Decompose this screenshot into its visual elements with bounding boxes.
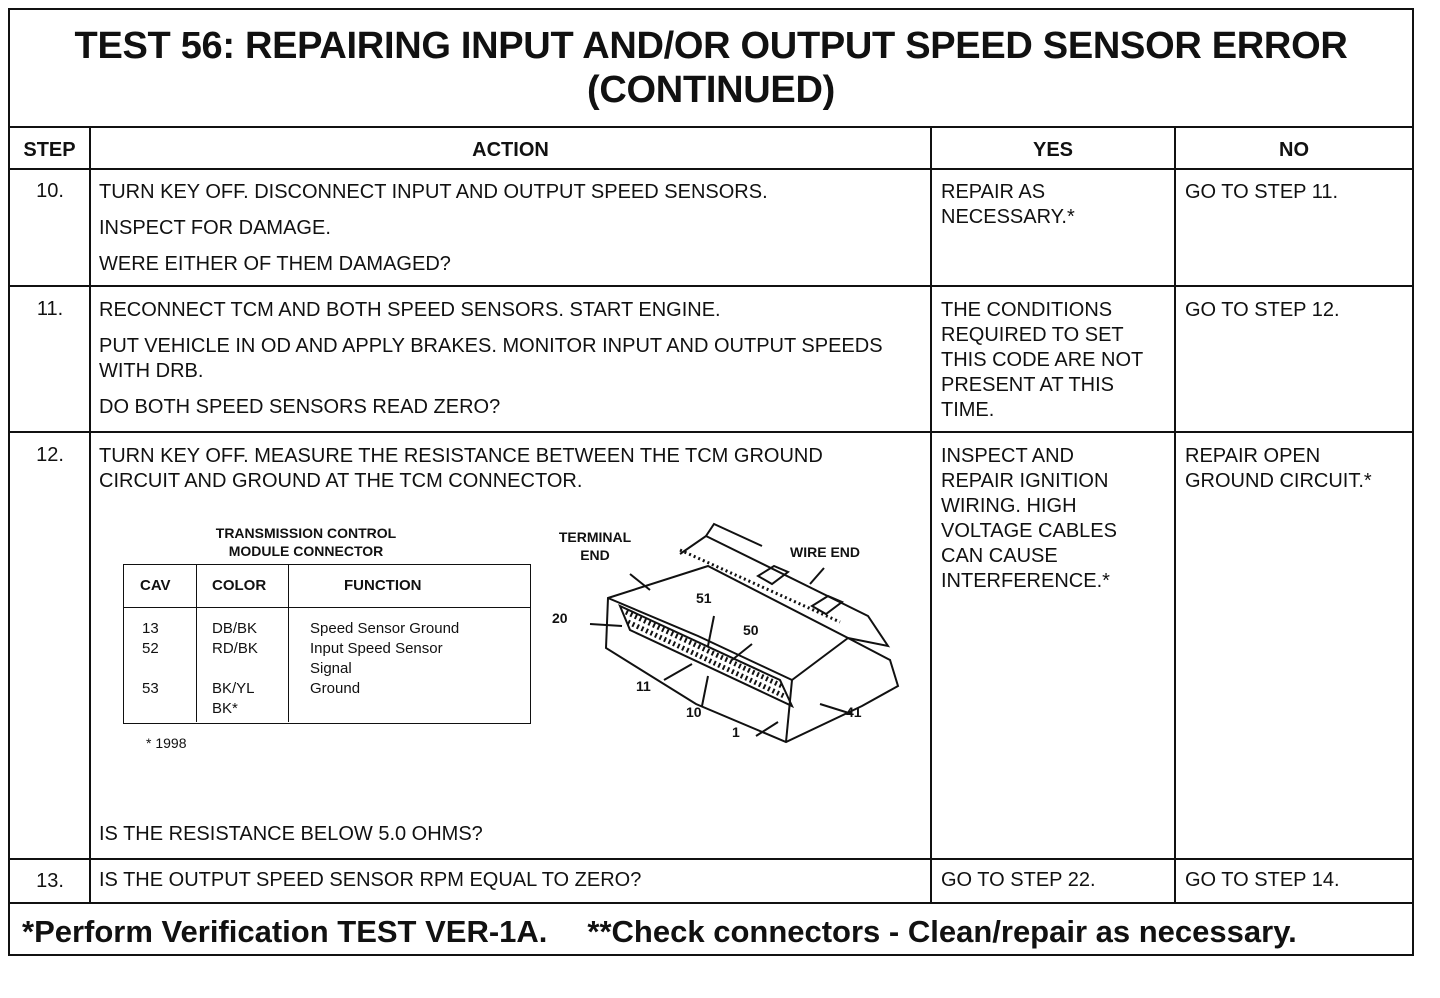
step-yes-result: GO TO STEP 22. xyxy=(941,869,1096,891)
leader-line xyxy=(701,675,709,707)
header-action: ACTION xyxy=(472,139,549,161)
verification-note: *Perform Verification TEST VER-1A. xyxy=(22,914,548,949)
connector-note: **Check connectors - Clean/repair as nec… xyxy=(587,914,1297,949)
connector-housing xyxy=(679,534,891,648)
step-action-question: IS THE RESISTANCE BELOW 5.0 OHMS? xyxy=(99,823,483,845)
header-step: STEP xyxy=(23,139,76,161)
table-col-divider xyxy=(288,565,289,722)
leader-line xyxy=(819,703,853,715)
connector-caption: TRANSMISSION CONTROL MODULE CONNECTOR xyxy=(186,524,426,560)
step-no-result: GO TO STEP 12. xyxy=(1185,299,1340,321)
pin-label-51: 51 xyxy=(696,590,712,606)
header-no: NO xyxy=(1279,139,1309,161)
pin-label-11: 11 xyxy=(636,678,651,694)
action-line: WERE EITHER OF THEM DAMAGED? xyxy=(99,253,451,275)
footer-notes: *Perform Verification TEST VER-1A. **Chec… xyxy=(10,910,1412,954)
col-divider-action xyxy=(930,126,932,902)
step-yes-result: REPAIR AS NECESSARY.* xyxy=(941,181,1075,228)
connector-edge xyxy=(785,679,793,743)
rule-below-header xyxy=(10,168,1412,170)
wire-clip xyxy=(756,564,790,586)
pin-label-10: 10 xyxy=(686,704,702,720)
col-divider-yes xyxy=(1174,126,1176,902)
header-yes: YES xyxy=(1032,139,1074,161)
step-no-result: GO TO STEP 14. xyxy=(1185,869,1340,891)
rule-below-title xyxy=(10,126,1412,128)
leader-line xyxy=(707,615,715,647)
leader-line xyxy=(755,721,779,737)
table-col-divider xyxy=(196,565,197,722)
step-no-result: GO TO STEP 11. xyxy=(1185,181,1339,203)
action-line: TURN KEY OFF. DISCONNECT INPUT AND OUTPU… xyxy=(99,181,768,203)
connector-diagram xyxy=(589,522,900,744)
title-line-1: TEST 56: REPAIRING INPUT AND/OR OUTPUT S… xyxy=(74,25,1348,67)
step-yes-result: THE CONDITIONS REQUIRED TO SET THIS CODE… xyxy=(941,299,1143,421)
pin-label-20: 20 xyxy=(552,610,568,626)
wire-clip xyxy=(810,594,844,616)
leader-line xyxy=(731,643,753,661)
page-title: TEST 56: REPAIRING INPUT AND/OR OUTPUT S… xyxy=(10,24,1412,112)
pin-label-1: 1 xyxy=(732,724,740,740)
function-values: Speed Sensor Ground Input Speed Sensor S… xyxy=(310,620,460,697)
connector-body xyxy=(604,564,900,744)
rule-below-step-11 xyxy=(10,431,1412,433)
pin-label-50: 50 xyxy=(743,622,759,638)
connector-edge xyxy=(607,597,849,682)
column-header-cav: CAV xyxy=(140,577,171,594)
step-number: 13. xyxy=(36,870,64,892)
caption-line-1: TRANSMISSION CONTROL xyxy=(215,525,397,541)
action-line: DO BOTH SPEED SENSORS READ ZERO? xyxy=(99,396,501,418)
table-header-rule xyxy=(124,607,530,608)
test-procedure-sheet: TEST 56: REPAIRING INPUT AND/OR OUTPUT S… xyxy=(8,8,1414,956)
caption-line-2: MODULE CONNECTOR xyxy=(228,543,384,559)
pin-row xyxy=(626,619,786,699)
step-yes-result: INSPECT AND REPAIR IGNITION WIRING. HIGH… xyxy=(941,445,1117,592)
action-line: INSPECT FOR DAMAGE. xyxy=(99,217,331,239)
connector-housing xyxy=(705,522,763,547)
rule-below-step-13 xyxy=(10,902,1412,904)
leader-line xyxy=(589,623,623,627)
title-line-2: (CONTINUED) xyxy=(587,69,835,111)
pin-face xyxy=(618,604,795,709)
step-number: 12. xyxy=(36,444,64,466)
action-line: RECONNECT TCM AND BOTH SPEED SENSORS. ST… xyxy=(99,299,721,321)
pin-label-41: 41 xyxy=(846,704,862,720)
color-values: DB/BK RD/BK BK/YL BK* xyxy=(212,620,258,717)
column-header-color: COLOR xyxy=(212,577,267,594)
leader-line xyxy=(663,663,693,681)
step-action: IS THE OUTPUT SPEED SENSOR RPM EQUAL TO … xyxy=(99,869,642,891)
table-footnote: * 1998 xyxy=(146,735,187,751)
wire-end-label: WIRE END xyxy=(790,544,860,560)
pin-row xyxy=(679,548,841,624)
action-line: PUT VEHICLE IN OD AND APPLY BRAKES. MONI… xyxy=(99,335,883,382)
step-number: 11. xyxy=(36,298,64,320)
action-line: TURN KEY OFF. MEASURE THE RESISTANCE BET… xyxy=(99,445,823,492)
cav-values: 13 52 53 xyxy=(142,620,159,697)
rule-below-step-12 xyxy=(10,858,1412,860)
pin-row xyxy=(624,609,784,689)
col-divider-step xyxy=(89,126,91,902)
leader-line xyxy=(809,567,825,585)
step-action: TURN KEY OFF. MEASURE THE RESISTANCE BET… xyxy=(99,444,899,505)
step-number: 10. xyxy=(36,180,64,202)
terminal-end-label: TERMINAL END xyxy=(558,529,632,563)
step-action: TURN KEY OFF. DISCONNECT INPUT AND OUTPU… xyxy=(99,180,919,288)
column-header-function: FUNCTION xyxy=(344,577,422,594)
connector-pinout-table: CAV COLOR FUNCTION 13 52 53 DB/BK RD/BK … xyxy=(123,564,531,724)
rule-below-step-10 xyxy=(10,285,1412,287)
step-action: RECONNECT TCM AND BOTH SPEED SENSORS. ST… xyxy=(99,298,899,431)
step-no-result: REPAIR OPEN GROUND CIRCUIT.* xyxy=(1185,445,1372,492)
leader-line xyxy=(629,573,651,591)
